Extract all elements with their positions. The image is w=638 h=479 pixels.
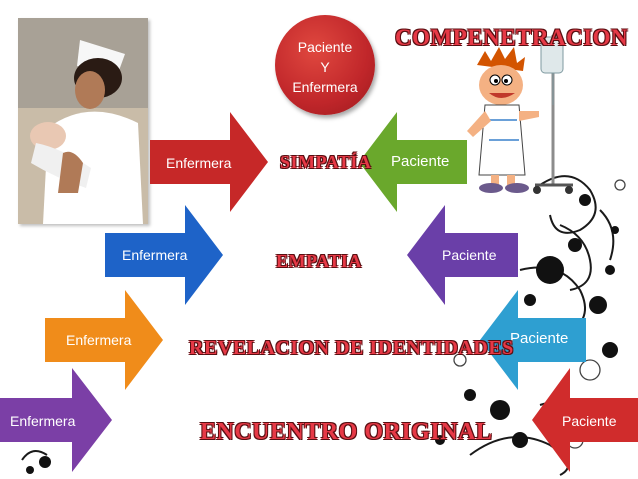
enfermera-label-simpatia: Enfermera bbox=[166, 155, 232, 171]
enfermera-label-revelacion: Enfermera bbox=[66, 332, 132, 348]
paciente-arrow-simpatia bbox=[359, 112, 467, 212]
stage-revelacion-de-identidades: REVELACION DE IDENTIDADES bbox=[189, 337, 514, 359]
enfermera-label-empatia: Enfermera bbox=[122, 247, 188, 263]
paciente-label-revelacion: Paciente bbox=[510, 330, 569, 347]
nurse-holding-baby-photo bbox=[18, 18, 148, 224]
patient-and-nurse-circle: Paciente Y Enfermera bbox=[275, 15, 375, 115]
paciente-arrow-revelacion bbox=[480, 290, 586, 390]
enfermera-arrow-encuentro bbox=[0, 368, 112, 472]
stage-encuentro-original: ENCUENTRO ORIGINAL bbox=[200, 419, 493, 445]
circle-line-3: Enfermera bbox=[292, 79, 358, 95]
paciente-label-encuentro: Paciente bbox=[562, 413, 617, 429]
enfermera-label-encuentro: Enfermera bbox=[10, 413, 76, 429]
enfermera-arrow-revelacion bbox=[45, 290, 163, 390]
enfermera-arrow-simpatia bbox=[150, 112, 268, 212]
circle-line-2: Y bbox=[320, 59, 330, 75]
cartoon-patient-with-iv-stand bbox=[467, 35, 573, 194]
paciente-arrow-encuentro bbox=[532, 368, 638, 472]
paciente-label-simpatia: Paciente bbox=[391, 153, 450, 170]
circle-line-1: Paciente bbox=[297, 39, 353, 55]
paciente-arrow-empatia bbox=[407, 205, 518, 305]
stage-empatia: EMPATIA bbox=[276, 251, 362, 271]
stage-compenetracion: COMPENETRACION bbox=[395, 25, 629, 50]
paciente-label-empatia: Paciente bbox=[442, 247, 497, 263]
enfermera-arrow-empatia bbox=[105, 205, 223, 305]
stage-simpatia: SIMPATÍA bbox=[280, 152, 372, 172]
